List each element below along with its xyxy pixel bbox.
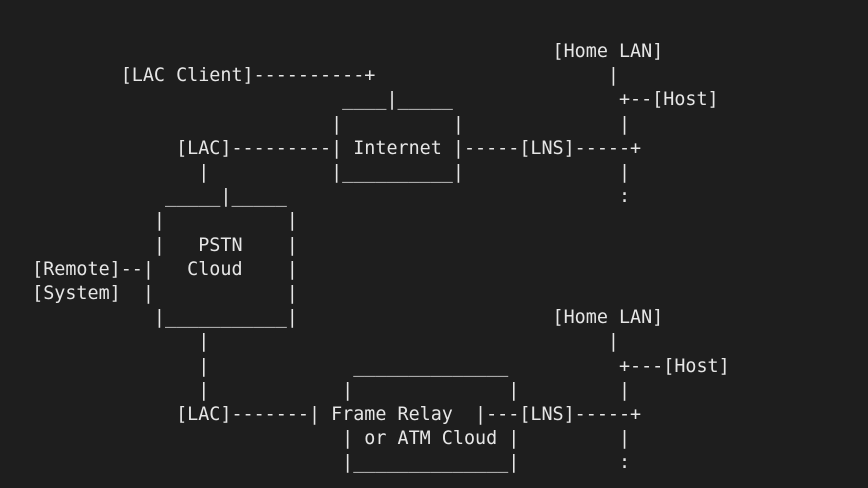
network-diagram: [Home LAN] [LAC Client]----------+ | ___… — [10, 40, 858, 480]
ascii-network-diagram: [Home LAN] [LAC Client]----------+ | ___… — [32, 41, 730, 474]
